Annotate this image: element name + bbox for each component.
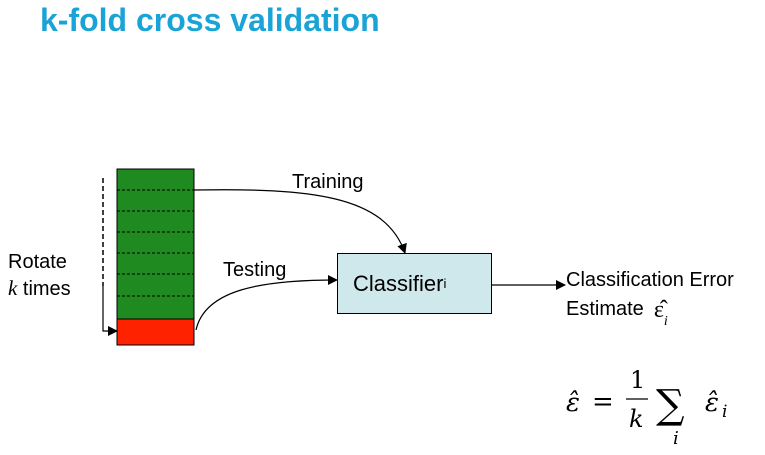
error-line2-row: Estimate ε̂i (566, 294, 734, 329)
slide-title: k-fold cross validation (40, 2, 380, 38)
error-symbol-sub: i (663, 314, 668, 329)
average-error-formula: ε̂ = 1 k ∑ i ε̂ i (566, 366, 727, 449)
error-symbol: ε̂i (653, 297, 668, 329)
classifier-subscript: i (443, 276, 447, 291)
rotate-line1: Rotate (8, 251, 67, 273)
error-estimate-label: Classification Error Estimate ε̂i (566, 266, 734, 329)
rotate-k: k (8, 276, 18, 300)
error-symbol-char: ε̂ (653, 297, 664, 323)
sum-symbol: ∑ (656, 382, 685, 428)
classifier-label: Classifier (353, 270, 444, 296)
formula-term: ε̂ (705, 388, 719, 418)
training-label: Training (292, 171, 364, 193)
rotate-line2: k times (8, 275, 71, 302)
error-line2: Estimate (566, 298, 644, 320)
testing-arrow (195, 275, 338, 331)
fold-dividers (117, 189, 194, 297)
sum-index: i (673, 428, 679, 449)
test-fold (116, 318, 195, 346)
formula-equals: = (592, 387, 614, 417)
rotate-arrow (102, 286, 118, 336)
training-folds (116, 168, 195, 320)
training-arrow (193, 189, 407, 254)
rotate-label: Rotate k times (8, 249, 71, 302)
formula-numerator: 1 (630, 366, 645, 394)
rotate-times: times (22, 278, 71, 300)
formula-denominator: k (629, 405, 644, 433)
testing-label: Testing (223, 259, 287, 281)
error-line1: Classification Error (566, 269, 734, 291)
formula-lhs: ε̂ (566, 388, 580, 418)
formula-term-sub: i (722, 402, 727, 422)
